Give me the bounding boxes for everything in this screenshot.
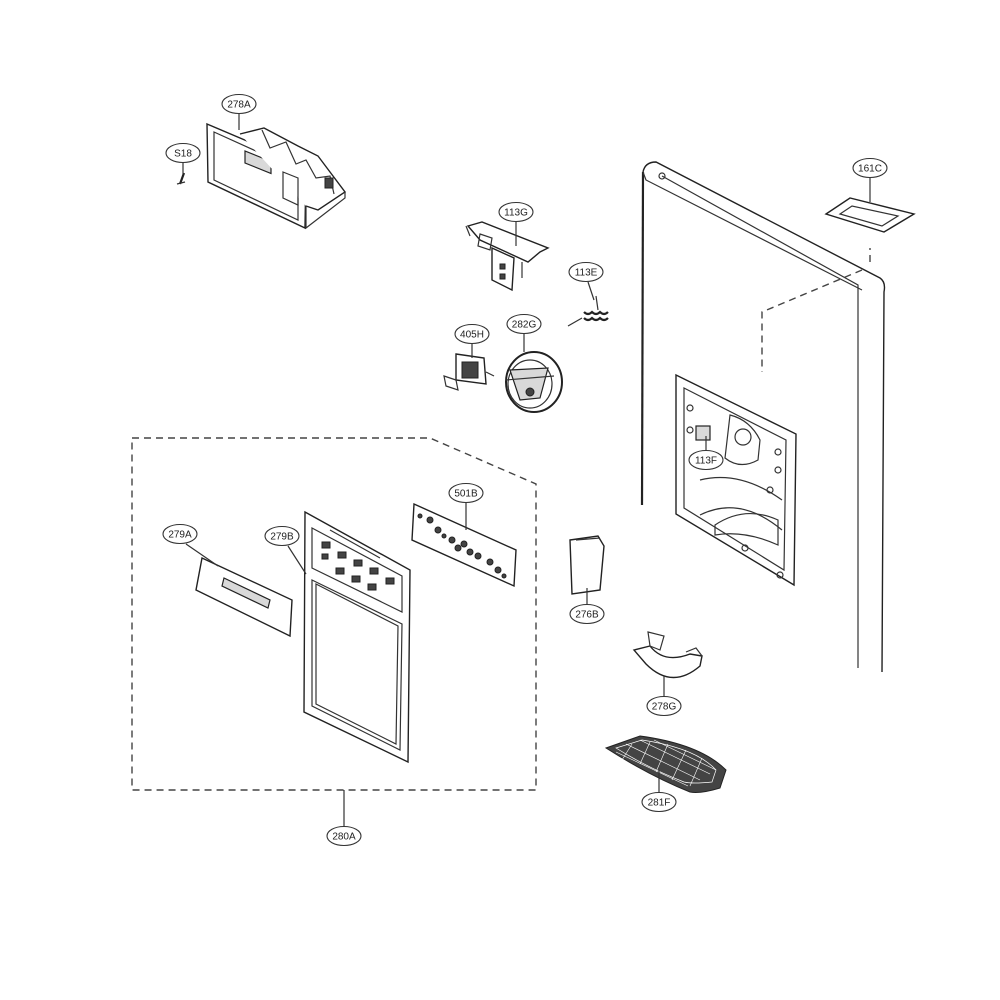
callout-280a: 280A: [326, 825, 362, 847]
callout-113g: 113G: [498, 201, 534, 223]
callout-text: 278G: [652, 702, 677, 713]
callout-text: 279B: [270, 532, 294, 543]
dispenser-recess: [675, 373, 797, 587]
callout-bubble: [506, 313, 542, 335]
callout-text: 280A: [332, 832, 356, 843]
callout-bubble: [454, 323, 490, 345]
callout-279b: 279B: [264, 525, 300, 547]
part-161c-gasket: [824, 197, 916, 233]
callout-bubble: [688, 449, 724, 471]
leader-lines: [182, 114, 871, 826]
callout-text: 113F: [695, 456, 717, 467]
part-279a-cover: [195, 556, 293, 638]
callout-405h: 405H: [454, 323, 490, 345]
callout-bubble: [326, 825, 362, 847]
callout-text: 281F: [648, 798, 671, 809]
part-281f-grille: [604, 735, 727, 793]
callout-s18: S18: [165, 142, 201, 164]
part-279b-frame: [303, 510, 411, 764]
callout-text: 282G: [512, 320, 537, 331]
callout-bubble: [646, 695, 682, 717]
callout-bubble: [162, 523, 198, 545]
callout-276b: 276B: [569, 603, 605, 625]
callout-bubble: [569, 603, 605, 625]
part-278a-bracket: [206, 122, 347, 230]
callout-282g: 282G: [506, 313, 542, 335]
callout-text: 279A: [168, 530, 192, 541]
callout-501b: 501B: [448, 482, 484, 504]
callout-labels: S18 278A 113G 113E 405H 282G 161C 113F 501B 279A 2…: [162, 93, 888, 847]
part-405h-solenoid: [443, 353, 495, 391]
callout-text: 405H: [460, 330, 484, 341]
callout-text: 161C: [858, 164, 882, 175]
callout-bubble: [852, 157, 888, 179]
part-113g-lever: [465, 221, 550, 292]
callout-text: 501B: [454, 489, 478, 500]
callout-bubble: [498, 201, 534, 223]
callout-281f: 281F: [641, 791, 677, 813]
callout-text: 276B: [575, 610, 599, 621]
callout-bubble: [568, 261, 604, 283]
part-501b-pcb: [411, 502, 517, 588]
part-282g-actuator: [505, 351, 563, 413]
door-panel: [640, 161, 886, 673]
callout-bubble: [448, 482, 484, 504]
callout-113e: 113E: [568, 261, 604, 283]
callout-279a: 279A: [162, 523, 198, 545]
callout-bubble: [165, 142, 201, 164]
callout-278g: 278G: [646, 695, 682, 717]
callout-278a: 278A: [221, 93, 257, 115]
callout-text: 278A: [227, 100, 251, 111]
callout-bubble: [641, 791, 677, 813]
screw-s18: [176, 172, 186, 185]
callout-bubble: [221, 93, 257, 115]
part-278g-chute: [632, 631, 703, 679]
part-276b-paddle: [569, 535, 605, 595]
callout-bubble: [264, 525, 300, 547]
callout-text: S18: [174, 149, 192, 160]
callout-161c: 161C: [852, 157, 888, 179]
callout-text: 113E: [575, 268, 598, 279]
callout-113f: 113F: [688, 449, 724, 471]
part-113e-spring: [567, 295, 609, 327]
callout-text: 113G: [504, 208, 528, 219]
assembly-280a-boundary: [131, 437, 537, 791]
